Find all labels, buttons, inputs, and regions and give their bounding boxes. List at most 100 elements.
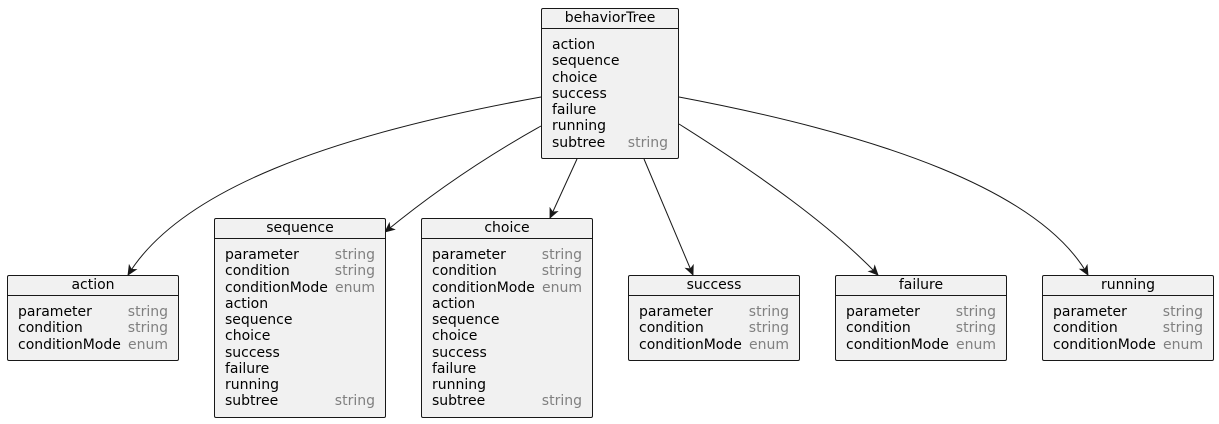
node-title: failure bbox=[836, 276, 1006, 296]
field-name: conditionMode bbox=[432, 279, 535, 296]
field-row: choice bbox=[552, 70, 668, 86]
field-name: condition bbox=[432, 263, 497, 280]
field-type: enum bbox=[542, 279, 582, 296]
field-type: string bbox=[1162, 320, 1203, 337]
field-type: enum bbox=[749, 336, 789, 353]
field-row: sequence bbox=[432, 312, 582, 328]
field-row: success bbox=[225, 345, 375, 361]
field-row: subtree string bbox=[432, 393, 582, 409]
field-row: success bbox=[432, 345, 582, 361]
field-row: conditionMode enum bbox=[846, 337, 996, 353]
field-row: parameter string bbox=[18, 304, 168, 320]
field-name: running bbox=[225, 377, 280, 393]
field-name: parameter bbox=[18, 304, 92, 320]
field-type: string bbox=[955, 320, 996, 337]
field-name: subtree bbox=[552, 134, 606, 151]
node-title: running bbox=[1043, 276, 1213, 296]
node-title: choice bbox=[422, 219, 592, 239]
field-row: conditionMode enum bbox=[18, 337, 168, 353]
field-name: choice bbox=[552, 69, 598, 86]
field-row: failure bbox=[552, 102, 668, 118]
field-type: string bbox=[541, 393, 582, 410]
edge-behaviortree-to-success bbox=[643, 158, 694, 276]
node-behaviortree: behaviorTree action sequence choice succ… bbox=[541, 8, 679, 159]
field-row: conditionMode enum bbox=[432, 280, 582, 296]
field-row: action bbox=[432, 296, 582, 312]
field-name: parameter bbox=[846, 304, 920, 320]
node-title: action bbox=[8, 276, 178, 296]
field-row: conditionMode enum bbox=[639, 337, 789, 353]
field-name: failure bbox=[432, 360, 477, 377]
field-type: string bbox=[541, 247, 582, 263]
field-row: success bbox=[552, 86, 668, 102]
field-name: parameter bbox=[225, 247, 299, 263]
field-row: choice bbox=[432, 328, 582, 344]
field-name: running bbox=[552, 118, 607, 135]
field-type: string bbox=[127, 304, 168, 320]
node-choice: choice parameter string condition string c… bbox=[421, 218, 593, 418]
field-name: success bbox=[432, 344, 487, 361]
field-row: action bbox=[225, 296, 375, 312]
edge-behaviortree-to-failure bbox=[678, 123, 879, 276]
field-row: sequence bbox=[225, 312, 375, 328]
field-name: conditionMode bbox=[639, 336, 742, 353]
field-row: subtree string bbox=[552, 135, 668, 151]
field-type: string bbox=[627, 134, 668, 151]
field-name: conditionMode bbox=[1053, 336, 1156, 353]
field-name: sequence bbox=[432, 312, 500, 328]
field-name: action bbox=[432, 295, 476, 312]
field-row: running bbox=[225, 377, 375, 393]
field-name: condition bbox=[639, 320, 704, 337]
field-name: action bbox=[225, 295, 269, 312]
field-type: string bbox=[748, 304, 789, 320]
field-name: conditionMode bbox=[846, 336, 949, 353]
field-row: condition string bbox=[432, 263, 582, 279]
field-row: running bbox=[552, 118, 668, 134]
field-name: failure bbox=[225, 360, 270, 377]
edge-behaviortree-to-choice bbox=[549, 158, 578, 219]
edge-behaviortree-to-running bbox=[678, 96, 1089, 276]
field-row: condition string bbox=[846, 320, 996, 336]
field-type: string bbox=[955, 304, 996, 320]
field-type: string bbox=[748, 320, 789, 337]
field-name: condition bbox=[846, 320, 911, 337]
field-row: action bbox=[552, 37, 668, 53]
node-title: sequence bbox=[215, 219, 385, 239]
field-type: string bbox=[541, 263, 582, 280]
field-name: success bbox=[225, 344, 280, 361]
field-row: condition string bbox=[639, 320, 789, 336]
node-title: success bbox=[629, 276, 799, 296]
field-type: string bbox=[1162, 304, 1203, 320]
field-name: condition bbox=[18, 320, 83, 337]
field-row: choice bbox=[225, 328, 375, 344]
field-type: enum bbox=[128, 336, 168, 353]
field-type: enum bbox=[956, 336, 996, 353]
field-name: conditionMode bbox=[18, 336, 121, 353]
field-row: parameter string bbox=[432, 247, 582, 263]
field-row: failure bbox=[432, 361, 582, 377]
edge-behaviortree-to-sequence bbox=[384, 125, 542, 233]
field-name: choice bbox=[225, 328, 271, 345]
field-row: parameter string bbox=[846, 304, 996, 320]
field-name: failure bbox=[552, 102, 597, 118]
field-name: parameter bbox=[432, 247, 506, 263]
field-name: condition bbox=[225, 263, 290, 280]
field-name: subtree bbox=[432, 393, 486, 410]
field-name: running bbox=[432, 377, 487, 393]
field-type: string bbox=[334, 393, 375, 410]
field-row: running bbox=[432, 377, 582, 393]
field-type: enum bbox=[335, 279, 375, 296]
